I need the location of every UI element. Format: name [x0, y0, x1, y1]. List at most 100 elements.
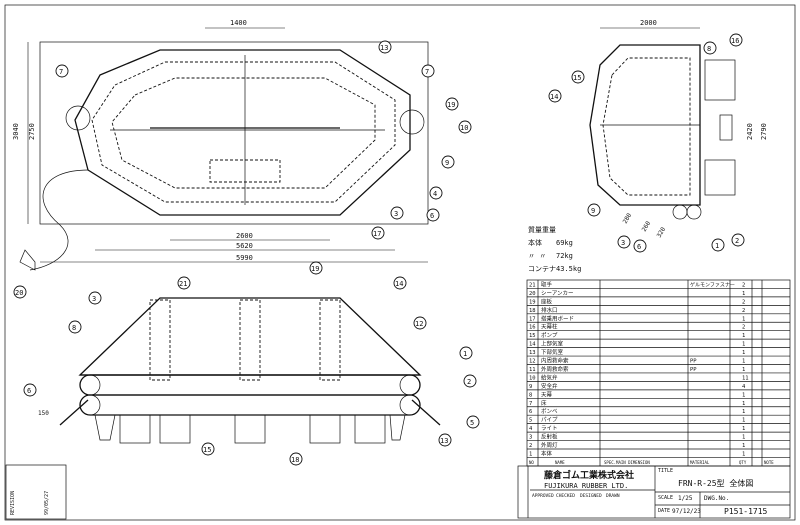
company-name-en: FUJIKURA RUBBER LTD.	[544, 482, 628, 490]
svg-text:7: 7	[59, 68, 63, 76]
tube-end-right-upper	[399, 374, 421, 396]
table-cell-no: 11	[529, 367, 536, 373]
floor-outline	[111, 77, 376, 189]
table-cell-qty: 1	[742, 350, 745, 356]
revision-block: REVISION 99/05/27	[5, 464, 67, 520]
dim-overall: 5990	[236, 254, 253, 262]
svg-text:5: 5	[470, 419, 474, 427]
table-cell-qty: 11	[742, 375, 749, 381]
svg-text:19: 19	[311, 265, 319, 273]
table-cell-name: 反射板	[541, 433, 558, 441]
table-cell-no: 20	[529, 291, 536, 297]
svg-text:15: 15	[573, 74, 581, 82]
table-cell-name: ライト	[541, 425, 558, 432]
svg-text:18: 18	[291, 456, 299, 464]
table-cell-qty: 1	[742, 316, 745, 322]
tube-end-left-lower	[79, 394, 101, 416]
canopy-outline	[78, 297, 422, 376]
weight-label-0: 本体	[528, 238, 542, 247]
dim-top-inner: 1400	[230, 19, 247, 27]
table-cell-name: 天幕	[541, 390, 553, 398]
header-note: NOTE	[764, 460, 774, 465]
table-cell-qty: 1	[742, 443, 745, 449]
table-cell-name: ボンベ	[541, 407, 558, 415]
svg-text:1: 1	[463, 350, 467, 358]
raft-outer-tube	[74, 49, 411, 216]
dim-mid: 2600	[236, 232, 253, 240]
table-cell-name: 排水口	[541, 306, 558, 314]
svg-text:3: 3	[621, 239, 625, 247]
header-qty: QTY	[739, 460, 747, 465]
top-view: 1400 2600 5620 5990 3040 2750 7 13 7 19 …	[12, 19, 472, 299]
table-cell-no: 17	[529, 316, 536, 322]
table-cell-qty: 2	[742, 325, 745, 331]
dim-inner-width: 2750	[28, 123, 36, 140]
upper-tube	[79, 374, 421, 396]
dim-side-h2: 2790	[760, 123, 768, 140]
tube-end-left-upper	[79, 374, 101, 396]
table-cell-no: 15	[529, 333, 536, 339]
ballast-4	[234, 414, 266, 444]
table-cell-extra: ゲルモンファスナー	[690, 281, 735, 288]
table-cell-name: 上部気室	[541, 340, 564, 348]
table-cell-no: 18	[529, 308, 536, 314]
svg-text:6: 6	[637, 243, 641, 251]
revision-label: REVISION	[10, 491, 16, 515]
table-cell-name: 内周救命索	[541, 357, 569, 365]
weight-value-1: 72kg	[556, 252, 573, 260]
table-cell-name: 床	[541, 399, 547, 407]
ballast-3	[159, 414, 191, 444]
svg-text:7: 7	[425, 68, 429, 76]
table-cell-no: 5	[529, 418, 532, 424]
svg-text:3: 3	[394, 210, 398, 218]
svg-text:3: 3	[92, 295, 96, 303]
table-cell-name: 下部気室	[541, 348, 564, 356]
sea-anchor	[19, 249, 36, 271]
table-cell-no: 16	[529, 325, 536, 331]
ballast-1	[94, 414, 116, 441]
dim-260: 260	[641, 220, 653, 233]
dim-320: 320	[656, 226, 668, 239]
dim-150: 150	[38, 410, 49, 417]
end-view-inner	[602, 57, 691, 196]
table-cell-qty: 2	[742, 308, 745, 314]
callout-bubbles-top: 7 13 7 19 10 9 4 3 6 17 19 20	[13, 40, 472, 299]
table-cell-name: 外周救命索	[541, 365, 569, 373]
svg-text:16: 16	[731, 37, 739, 45]
table-cell-qty: 1	[742, 359, 745, 365]
side-view: 2000 2420 2790 280 260 320 16 15 14 8 9 …	[548, 19, 768, 253]
sheet-border	[4, 4, 796, 521]
drawing-title: FRN-R-25型 全体図	[678, 478, 753, 488]
svg-text:1: 1	[715, 242, 719, 250]
table-cell-name: 搭乗用ボード	[541, 314, 574, 322]
dim-side-h1: 2420	[746, 123, 754, 140]
table-cell-no: 4	[529, 426, 533, 432]
light-right	[399, 109, 425, 135]
svg-text:15: 15	[203, 446, 211, 454]
table-cell-qty: 1	[742, 426, 745, 432]
boarding-ramp	[209, 159, 281, 183]
table-cell-name: 本体	[541, 449, 553, 457]
revision-date: 99/05/27	[44, 491, 50, 515]
table-cell-qty: 1	[742, 409, 745, 415]
svg-text:12: 12	[415, 320, 423, 328]
table-cell-material: PP	[690, 367, 697, 373]
table-cell-no: 19	[529, 299, 536, 305]
ballast-2	[119, 414, 151, 444]
table-cell-name: 座板	[541, 297, 553, 305]
table-cell-no: 10	[529, 375, 536, 381]
table-cell-qty: 1	[742, 401, 745, 407]
lower-tube	[79, 394, 421, 416]
table-cell-no: 6	[529, 409, 532, 415]
table-cell-name: パイプ	[541, 417, 558, 424]
table-cell-no: 12	[529, 359, 536, 365]
table-cell-name: シーアンカー	[541, 290, 574, 297]
date-value: 97/12/23	[672, 508, 701, 515]
container-outline	[39, 41, 429, 225]
svg-text:6: 6	[430, 212, 434, 220]
scale-label: SCALE	[658, 495, 673, 501]
table-cell-no: 7	[529, 401, 532, 407]
table-cell-qty: 1	[742, 367, 745, 373]
svg-text:9: 9	[445, 159, 449, 167]
